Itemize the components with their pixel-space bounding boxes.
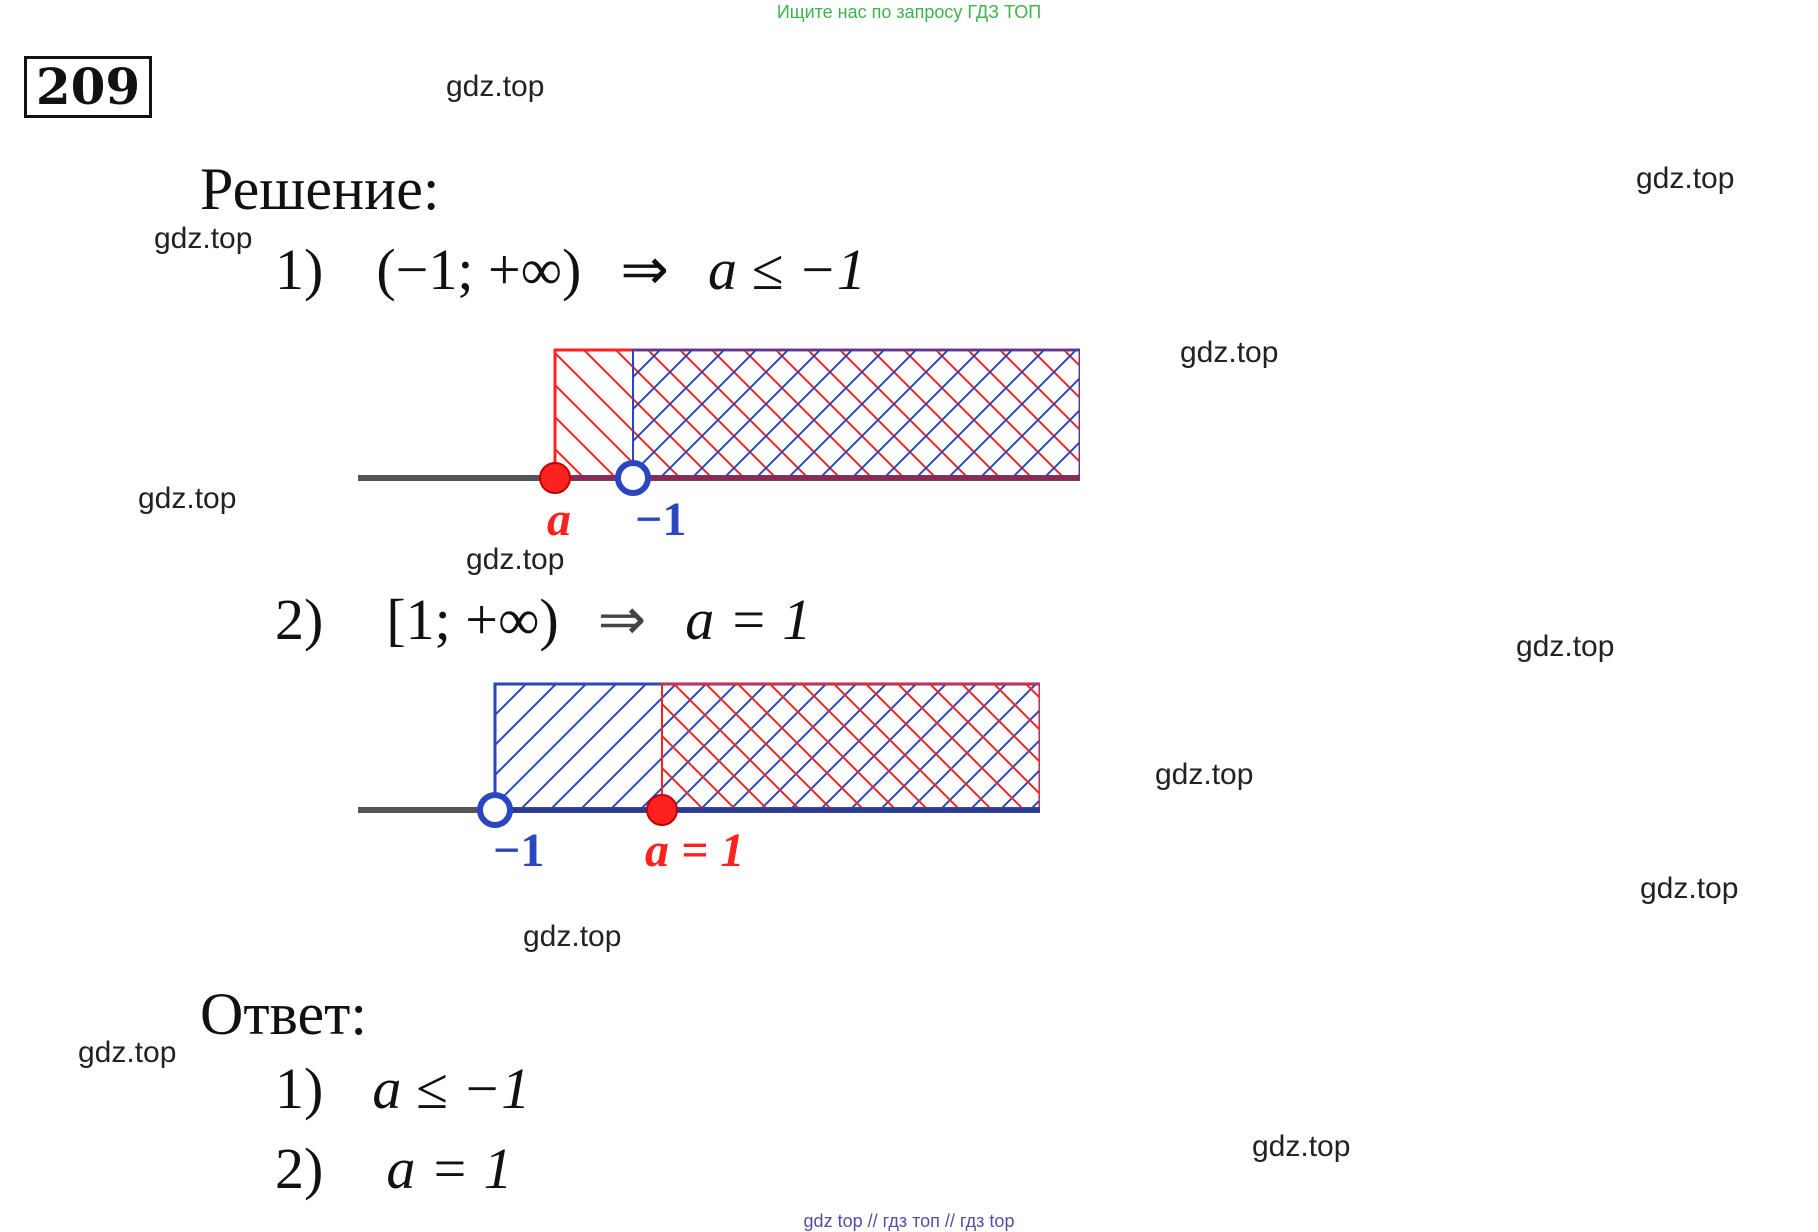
label-minus1: −1 [493,824,544,877]
case-1: 1) (−1; +∞) ⇒ a ≤ −1 [275,235,866,303]
watermark: gdz.top [154,222,253,255]
point-minus1 [615,460,651,496]
watermark: gdz.top [1180,336,1279,369]
watermark: gdz.top [1640,872,1739,905]
problem-number: 209 [24,56,152,118]
answer-1-label: 1) [275,1056,324,1121]
watermark: gdz.top [1252,1130,1351,1163]
case-2: 2) [1; +∞) ⇒ a = 1 [275,585,811,653]
watermark: gdz.top [446,70,545,103]
watermark: gdz.top [1636,162,1735,195]
top-banner[interactable]: Ищите нас по запросу ГДЗ ТОП [776,2,1042,22]
number-line-figure-2: −1 a = 1 [358,682,1040,877]
region-a-hatch [661,683,1040,811]
answer-1-value: a ≤ −1 [372,1056,531,1121]
case-2-label: 2) [275,587,324,652]
watermark: gdz.top [466,543,565,576]
point-a [646,794,678,826]
solution-heading: Решение: [200,156,440,222]
answer-2-label: 2) [275,1136,324,1201]
region-minus1-hatch [632,349,1080,479]
case-1-condition: a ≤ −1 [707,237,866,302]
answer-heading: Ответ: [200,981,368,1047]
watermark: gdz.top [78,1036,177,1069]
footer-links[interactable]: gdz top // гдз топ // гдз top [803,1211,1015,1231]
answer-2-value: a = 1 [386,1136,513,1201]
watermark: gdz.top [523,920,622,953]
answer-1: 1) a ≤ −1 [275,1055,530,1122]
number-line-figure-1: a −1 [358,348,1080,546]
answer-2: 2) a = 1 [275,1135,512,1202]
watermark: gdz.top [1516,630,1615,663]
label-a-equals-1: a = 1 [645,824,744,877]
case-1-interval: (−1; +∞) [376,237,582,302]
case-2-condition: a = 1 [685,587,812,652]
label-minus1: −1 [635,493,686,546]
case-2-implies: ⇒ [597,587,647,652]
watermark: gdz.top [1155,758,1254,791]
point-a [539,462,571,494]
point-minus1 [477,792,513,828]
case-1-implies: ⇒ [620,237,669,302]
watermark: gdz.top [138,482,237,515]
case-2-interval: [1; +∞) [386,587,559,652]
case-1-label: 1) [275,237,324,302]
label-a: a [547,493,571,546]
